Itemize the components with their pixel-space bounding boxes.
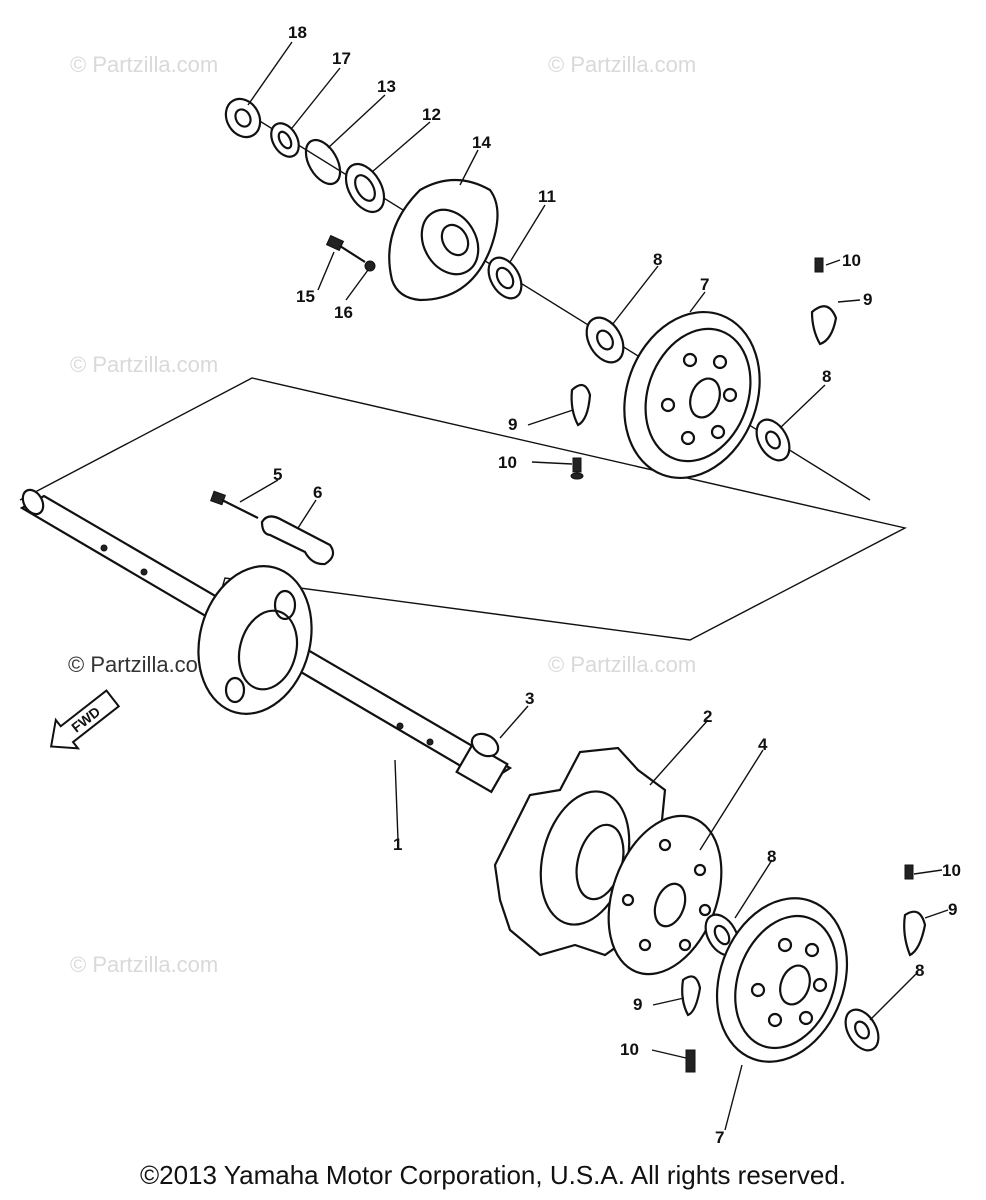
bearing-part: [344, 163, 386, 213]
callout-9: 9: [948, 900, 957, 919]
callout-18: 18: [288, 23, 307, 42]
collar-part: [755, 418, 791, 462]
callout-8: 8: [653, 250, 662, 269]
callout-8: 8: [767, 847, 776, 866]
sprocket-plate-part: [607, 814, 723, 976]
collar-part: [585, 316, 625, 364]
callout-15: 15: [296, 287, 315, 306]
callout-11: 11: [538, 187, 556, 206]
callout-7: 7: [700, 275, 709, 294]
watermark: © Partzilla.com: [70, 52, 218, 77]
callout-4: 4: [758, 735, 768, 754]
callout-2: 2: [703, 707, 712, 726]
callout-8: 8: [822, 367, 831, 386]
bolt-part: [325, 234, 366, 263]
idler-wheel-part: [623, 310, 761, 480]
clamp-part: [681, 975, 702, 1017]
spacer-part: [470, 732, 500, 758]
callout-3: 3: [525, 689, 534, 708]
callout-9: 9: [863, 290, 872, 309]
bearing-housing-part: [388, 179, 499, 302]
forward-arrow-icon: FWD: [49, 689, 121, 750]
nut-part: [224, 97, 262, 139]
small-nut-part: [364, 260, 376, 272]
callout-5: 5: [273, 465, 282, 484]
callout-10: 10: [942, 861, 961, 880]
callout-8: 8: [915, 961, 924, 980]
bolt-part: [570, 457, 584, 480]
callout-12: 12: [422, 105, 441, 124]
watermark: © Partzilla.com: [68, 652, 216, 677]
callout-9: 9: [633, 995, 642, 1014]
bracket-part: [260, 515, 335, 566]
bolt-part: [814, 257, 824, 273]
watermark: © Partzilla.com: [70, 352, 218, 377]
callout-1: 1: [393, 835, 402, 854]
bolt-part: [685, 1049, 696, 1073]
bolt-part: [210, 490, 259, 519]
idler-wheel-part: [715, 897, 849, 1063]
copyright-footer: ©2013 Yamaha Motor Corporation, U.S.A. A…: [139, 1160, 847, 1190]
washer-part: [270, 122, 300, 158]
callout-13: 13: [377, 77, 396, 96]
watermark: © Partzilla.com: [548, 52, 696, 77]
callout-17: 17: [332, 49, 351, 68]
assembly-guide-line: [19, 377, 908, 641]
callout-16: 16: [334, 303, 353, 322]
oil-seal-part: [487, 256, 523, 300]
leader-lines: [239, 41, 949, 1131]
callout-labels: 18 17 13 12 14 11 15 16 8 7 10 9 8 9 10 …: [273, 23, 961, 1147]
flange-plate-part: [197, 565, 313, 715]
watermark-layer: © Partzilla.com © Partzilla.com © Partzi…: [68, 52, 696, 977]
callout-7: 7: [715, 1128, 724, 1147]
clamp-part: [810, 305, 838, 346]
callout-14: 14: [472, 133, 491, 152]
watermark: © Partzilla.com: [548, 652, 696, 677]
bolt-part: [904, 864, 914, 880]
watermark: © Partzilla.com: [70, 952, 218, 977]
callout-6: 6: [313, 483, 322, 502]
circlip-part: [304, 138, 342, 186]
clamp-part: [903, 910, 927, 957]
clamp-part: [570, 383, 592, 427]
callout-9: 9: [508, 415, 517, 434]
callout-10: 10: [620, 1040, 639, 1059]
callout-10: 10: [842, 251, 861, 270]
callout-10: 10: [498, 453, 517, 472]
